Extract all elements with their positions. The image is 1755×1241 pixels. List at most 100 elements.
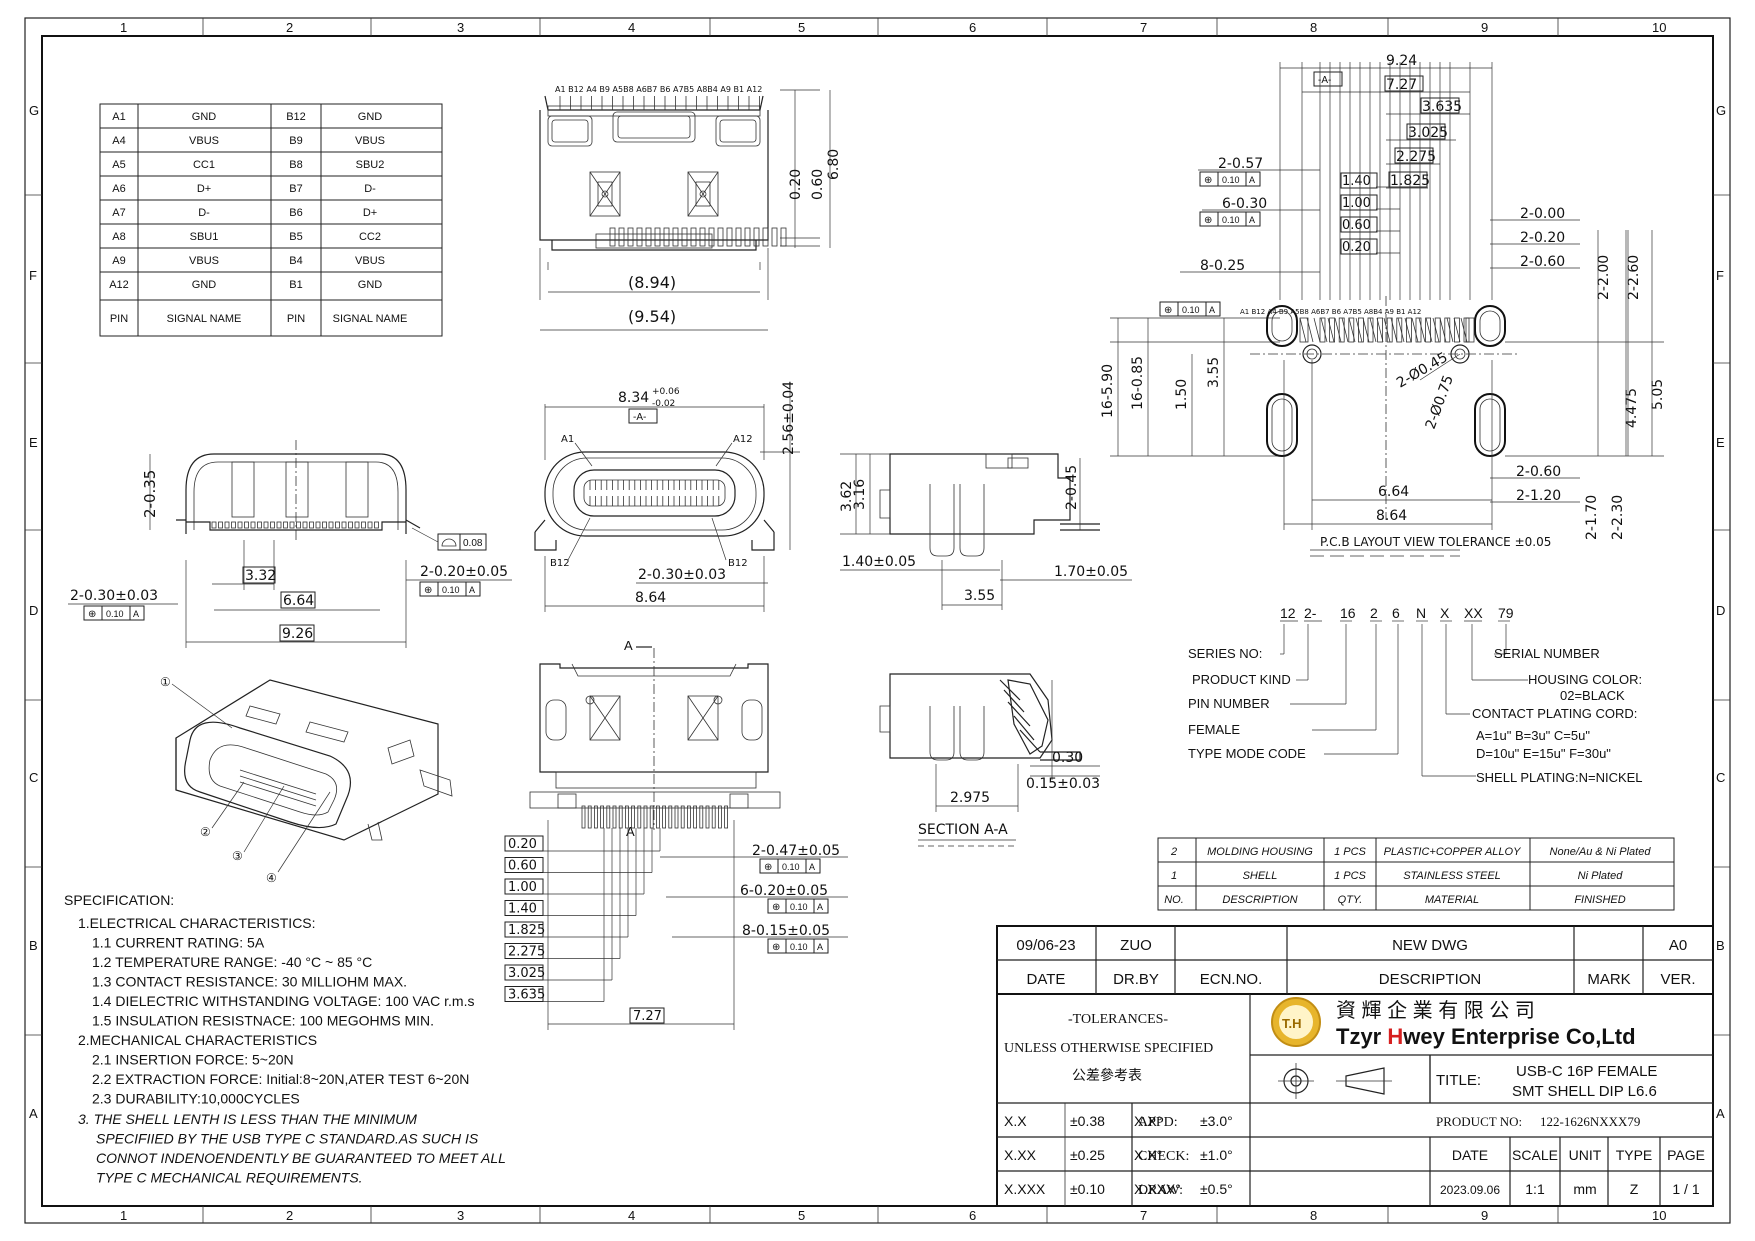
pcb-right-dim: 2-2.60 <box>1626 255 1642 300</box>
bom-cell: MOLDING HOUSING <box>1207 846 1313 858</box>
pcb-top-dim: 9.24 <box>1386 53 1417 69</box>
bom-cell: PLASTIC+COPPER ALLOY <box>1384 846 1522 858</box>
rev-header: MARK <box>1587 971 1630 988</box>
svg-text:0.10: 0.10 <box>442 585 460 595</box>
bom-cell: 1 PCS <box>1334 870 1366 882</box>
pin-table-cell: A4 <box>112 135 125 147</box>
dim-2-975: 2.975 <box>950 790 990 806</box>
svg-text:A: A <box>817 902 823 912</box>
svg-text:T.H: T.H <box>1282 1016 1302 1031</box>
pcb-datum-a: -A- <box>1318 75 1331 86</box>
bom-cell: 1 <box>1171 870 1177 882</box>
top-view: A1 B12 A4 B9 A5B8 A6B7 B6 A7B5 A8B4 A9 B… <box>539 85 842 331</box>
pcb-right-dim: 2-1.70 <box>1584 495 1600 540</box>
pcb-top-dim: 0.60 <box>1342 218 1371 233</box>
col-marker-top: 4 <box>628 20 635 35</box>
pin-table-cell: A6 <box>112 183 125 195</box>
dim-0-20: 0.20 <box>788 169 804 200</box>
tolerances-cn: 公差參考表 <box>1072 1068 1142 1084</box>
pin-table-cell: GND <box>358 279 383 291</box>
part-code-left-label: PRODUCT KIND <box>1192 672 1291 687</box>
part-code-right-label: HOUSING COLOR: <box>1528 672 1642 687</box>
pin-table-cell: A5 <box>112 159 125 171</box>
dim-1-70: 1.70±0.05 <box>1054 564 1128 580</box>
tolerances-subtitle: UNLESS OTHERWISE SPECIFIED <box>1004 1041 1213 1056</box>
svg-text:A1: A1 <box>561 434 574 445</box>
section-a-a: 0.30 0.15±0.03 2.975 SECTION A-A <box>879 673 1100 847</box>
bom-cell: Ni Plated <box>1578 870 1624 882</box>
svg-text:④: ④ <box>266 871 277 885</box>
part-code-right-label: CONTACT PLATING CORD: <box>1472 706 1637 721</box>
svg-text:A: A <box>624 638 633 653</box>
dim-7-27: 7.27 <box>633 1009 662 1024</box>
rev-header: DESCRIPTION <box>1379 971 1482 988</box>
pin-table-header: PIN <box>110 313 128 325</box>
part-code-segment: 2 <box>1370 605 1378 621</box>
part-code-segment: 6 <box>1392 605 1400 621</box>
dim-2-0-45: 2-0.45 <box>1064 465 1080 510</box>
pin-table-cell: A12 <box>109 279 129 291</box>
part-code-segment: 2- <box>1304 605 1317 621</box>
part-code-segment: XX <box>1464 605 1483 621</box>
rev-cell: ZUO <box>1120 937 1152 954</box>
specification: SPECIFICATION: 1.ELECTRICAL CHARACTERIST… <box>64 892 506 1186</box>
svg-text:⊕: ⊕ <box>1204 215 1212 226</box>
section-title: SECTION A-A <box>918 822 1008 838</box>
pin-table-cell: A7 <box>112 207 125 219</box>
tolerances-title: -TOLERANCES- <box>1068 1012 1168 1027</box>
pin-table-cell: D- <box>364 183 376 195</box>
pcb-top-dim: 1.40 <box>1342 174 1371 189</box>
dim-0-30: 0.30 <box>1052 750 1083 766</box>
col-marker-top: 6 <box>969 20 976 35</box>
pcb-left-dim: 6-0.30 <box>1222 196 1267 212</box>
svg-text:⊕: ⊕ <box>772 942 780 953</box>
pcb-tolerance-note: P.C.B LAYOUT VIEW TOLERANCE ±0.05 <box>1320 535 1551 549</box>
pin-table-cell: CC1 <box>193 159 215 171</box>
part-code-right-label: SERIAL NUMBER <box>1494 646 1600 661</box>
spec-note-line: SPECIFIIED BY THE USB TYPE C STANDARD.AS… <box>96 1131 479 1147</box>
company-name-en: Tzyr Hwey Enterprise Co,Ltd <box>1336 1024 1636 1049</box>
tolerance-cell: X.XXX <box>1004 1181 1046 1197</box>
col-marker-bottom: 2 <box>286 1208 293 1223</box>
dim-0-60: 0.60 <box>810 169 826 200</box>
flatness-0-08: 0.08 <box>463 538 483 549</box>
svg-text:A: A <box>626 824 635 839</box>
pin-table-cell: GND <box>192 279 217 291</box>
rev-cell: 09/06-23 <box>1016 937 1075 954</box>
info-value: 2023.09.06 <box>1440 1183 1500 1197</box>
rev-header: DATE <box>1027 971 1066 988</box>
pcb-right-dim: 5.05 <box>1650 379 1666 410</box>
outer-border <box>24 17 1731 1224</box>
bom-header: MATERIAL <box>1425 894 1479 906</box>
pin-table-cell: VBUS <box>355 135 385 147</box>
svg-text:⊕: ⊕ <box>424 585 432 596</box>
svg-text:0.10: 0.10 <box>1222 175 1240 185</box>
pin-table-cell: A8 <box>112 231 125 243</box>
company-name-cn: 資 輝 企 業 有 限 公 司 <box>1336 999 1535 1022</box>
col-marker-top: 8 <box>1310 20 1317 35</box>
tolerance-cell: ±1.0° <box>1200 1147 1233 1163</box>
row-marker-left: A <box>29 1106 38 1121</box>
bottom-dim-left: 1.825 <box>508 923 545 938</box>
svg-text:A12: A12 <box>733 434 753 445</box>
svg-text:⊕: ⊕ <box>1204 175 1212 186</box>
col-marker-bottom: 4 <box>628 1208 635 1223</box>
projection-symbol <box>1278 1063 1392 1099</box>
draw-label: DRAW: <box>1138 1183 1183 1198</box>
col-marker-top: 7 <box>1140 20 1147 35</box>
part-code-right-label: SHELL PLATING:N=NICKEL <box>1476 770 1643 785</box>
pcb-right-dim: 2-2.00 <box>1596 255 1612 300</box>
row-marker-right: A <box>1716 1106 1725 1121</box>
dim-6-64: 6.64 <box>283 593 314 609</box>
bottom-dim-right: 2-0.47±0.05 <box>752 843 840 859</box>
svg-text:+0.06: +0.06 <box>652 387 680 397</box>
part-code-segment: 79 <box>1498 605 1514 621</box>
tolerance-cell: ±0.10 <box>1070 1181 1105 1197</box>
pcb-right-dim: 2-2.30 <box>1610 495 1626 540</box>
dim-0-15: 0.15±0.03 <box>1026 776 1100 792</box>
product-no: 122-1626NXXX79 <box>1540 1114 1640 1129</box>
